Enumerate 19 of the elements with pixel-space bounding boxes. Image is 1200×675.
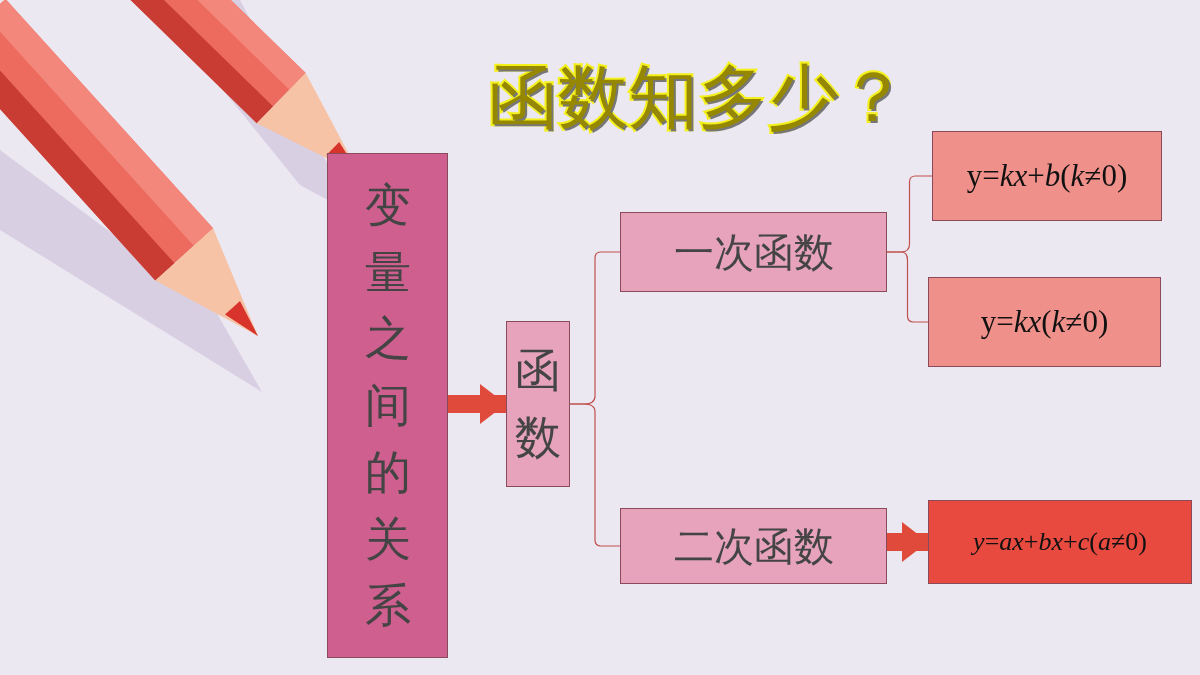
block-arrow <box>887 522 928 562</box>
box-text: 变量之间的关系 <box>364 177 411 635</box>
box-text: 二次函数 <box>673 521 834 571</box>
title: 函数知多少？ <box>488 55 908 139</box>
bracket-line <box>886 251 929 323</box>
process-box <box>506 321 570 487</box>
box-text: 函数 <box>515 342 561 466</box>
formula-text: y=kx(k≠0) <box>980 304 1109 340</box>
process-box <box>620 212 887 292</box>
formula-text: y=kx+b(k≠0) <box>966 158 1128 194</box>
block-arrow <box>448 384 506 424</box>
process-box <box>620 508 887 584</box>
formula-box <box>928 277 1161 367</box>
formula-box <box>928 500 1192 584</box>
vertical-box <box>327 153 448 658</box>
bracket-line <box>569 403 621 547</box>
formula-box <box>932 131 1162 221</box>
box-text: 一次函数 <box>673 227 834 277</box>
formula-text: y=ax+bx+c(a≠0) <box>973 527 1147 557</box>
